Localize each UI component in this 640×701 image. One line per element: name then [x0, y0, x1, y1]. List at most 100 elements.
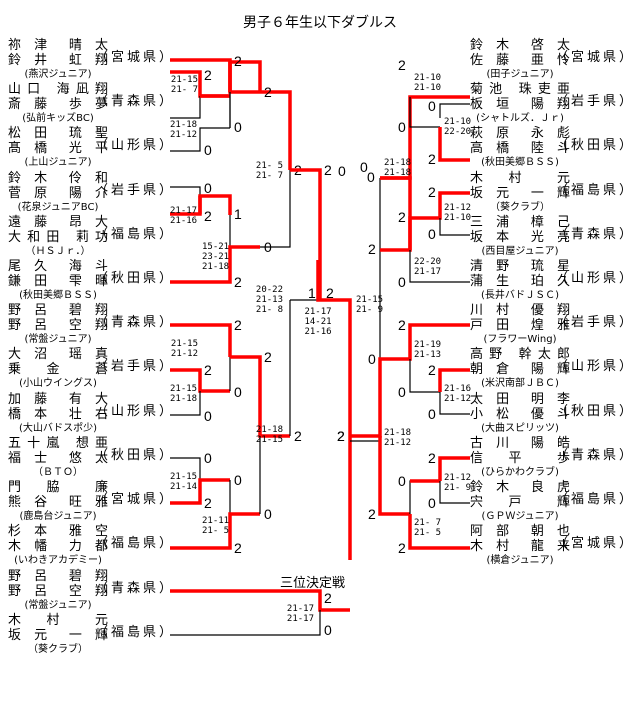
page-title: 男子６年生以下ダブルス [243, 15, 397, 31]
player-name: 野 呂 空 翔 [8, 318, 108, 334]
match-score: 2 [428, 184, 436, 200]
club-name: (フラワーWing) [483, 334, 557, 346]
game-score: 22-20 [414, 257, 441, 267]
match-score: 2 [398, 209, 406, 225]
game-score: 21-19 [414, 340, 441, 350]
match-score: 2 [368, 506, 376, 522]
game-score: 21-10 [444, 117, 471, 127]
loser-path [439, 481, 470, 504]
game-score: 21-17 [304, 307, 331, 317]
player-name: 鈴 木 啓 太 [470, 38, 570, 53]
player-name: 山口 海凪翔 [8, 82, 108, 98]
game-score: 21-12 [444, 394, 471, 404]
club-name: (シャトルズ．Ｊｒ) [476, 113, 564, 125]
match-score: 2 [428, 362, 436, 378]
game-score: 21-11 [202, 516, 229, 526]
prefecture-label: （福島県） [95, 226, 176, 242]
match-score: 1 [308, 285, 316, 301]
player-name: 乗 金 蒼 [8, 362, 108, 378]
match-score: 0 [398, 119, 406, 135]
match-score: 2 [398, 317, 406, 333]
match-score: 0 [428, 495, 436, 511]
player-name: 小 松 優 斗 [470, 406, 570, 422]
left-team-entry: 山口 海凪翔斎 藤 歩 夢(弘前キッズBC) [8, 82, 108, 126]
match-score: 0 [368, 351, 376, 367]
game-score: 21- 5 [414, 528, 441, 538]
game-score: 21-15 [170, 472, 197, 482]
game-score: 21-18 [384, 158, 411, 168]
game-score: 21-15 [256, 435, 283, 445]
match-score: 0 [324, 622, 332, 638]
player-name: 高 橋 陸 斗 [470, 141, 570, 157]
player-name: 大和田 莉功 [8, 229, 108, 245]
player-name: 松 田 琉 聖 [8, 126, 108, 142]
match-score: 2 [428, 151, 436, 167]
loser-path [439, 103, 470, 118]
club-name: (燕沢ジュニア) [24, 69, 92, 80]
winner-path [438, 456, 470, 481]
club-name: (常盤ジュニア) [24, 334, 92, 346]
match-score: 0 [398, 473, 406, 489]
prefecture-label: （宮城県） [555, 536, 636, 552]
game-score: 21- 7 [414, 518, 441, 528]
match-score: 0 [428, 226, 436, 242]
winner-path [260, 90, 292, 170]
club-name: (田子ジュニア) [486, 69, 554, 80]
prefecture-label: （青森県） [555, 226, 636, 242]
game-score: 21-15 [171, 339, 198, 349]
match-score: 2 [324, 590, 332, 606]
club-name: (花泉ジュニアBC) [17, 201, 99, 213]
loser-path [170, 457, 201, 480]
player-name: 熊 谷 旺 雅 [8, 495, 108, 510]
game-score: 21- 7 [256, 171, 283, 181]
prefecture-label: （青森県） [555, 447, 636, 463]
player-name: 宍 戸 輝 [470, 495, 570, 510]
player-name: 戸 田 煌 雅 [470, 318, 570, 334]
club-name: (横倉ジュニア) [486, 555, 554, 567]
game-score: 21- 9 [356, 305, 383, 315]
game-score: 21-14 [170, 482, 197, 492]
prefecture-label: （宮城県） [95, 50, 176, 65]
club-name: （葵クラブ） [28, 644, 88, 655]
player-name: 髙 橋 光 平 [8, 141, 108, 157]
winner-path [290, 168, 322, 300]
winner-path [230, 60, 262, 92]
club-name: (小山ウイングス) [19, 378, 97, 390]
prefecture-label: （秋田県） [555, 403, 636, 419]
game-score: 21-16 [170, 216, 197, 226]
player-name: 菊池 珠吏亜 [470, 82, 570, 98]
club-name: (ひらかわクラブ) [481, 466, 559, 478]
game-score: 14-21 [304, 317, 331, 327]
winner-path [380, 191, 470, 252]
player-name: 清 野 琉 星 [470, 259, 570, 274]
right-team-entry: 三 浦 樟 己坂 本 光 亮(西目屋ジュニア) [470, 215, 570, 259]
club-name: (鹿島台ジュニア) [19, 511, 97, 522]
game-score: 21-18 [256, 425, 283, 435]
match-score: 0 [234, 384, 242, 400]
club-name: （ＢＴＯ） [33, 466, 83, 478]
club-name: (ＧＰＷジュニア) [481, 511, 559, 522]
player-name: 野 呂 碧 翔 [8, 569, 108, 584]
prefecture-label: （山形県） [555, 271, 636, 286]
left-team-entry: 野 呂 碧 翔野 呂 空 翔(常盤ジュニア) [8, 303, 108, 347]
third-place-team-entry: 野 呂 碧 翔野 呂 空 翔(常盤ジュニア) [8, 569, 108, 613]
prefecture-label: （山形県） [95, 403, 176, 419]
player-name: 野 呂 碧 翔 [8, 303, 108, 319]
left-team-entry: 祢 津 晴 太鈴 井 虹 翔(燕沢ジュニア) [8, 38, 108, 82]
match-score: 0 [398, 274, 406, 290]
player-name: 木 村 元 [8, 613, 108, 628]
club-name: (秋田美郷ＢＳＳ) [481, 157, 559, 169]
winner-path [170, 245, 260, 284]
right-team-entry: 萩 原 永 彪高 橋 陸 斗(秋田美郷ＢＳＳ) [470, 126, 570, 170]
player-name: 野 呂 空 翔 [8, 584, 108, 599]
prefecture-label: （青森県） [95, 581, 176, 596]
game-score: 21-17 [414, 267, 441, 277]
left-team-entry: 遠 藤 昂 大大和田 莉功（ＨＳＪｒ．） [8, 215, 108, 259]
match-score: 0 [338, 163, 346, 179]
club-name: (長井バドＪＳＣ) [480, 290, 560, 301]
player-name: 木 村 元 [470, 170, 570, 186]
prefecture-label: （岩手県） [555, 94, 636, 110]
match-score: 0 [234, 472, 242, 488]
prefecture-label: （青森県） [95, 94, 176, 110]
